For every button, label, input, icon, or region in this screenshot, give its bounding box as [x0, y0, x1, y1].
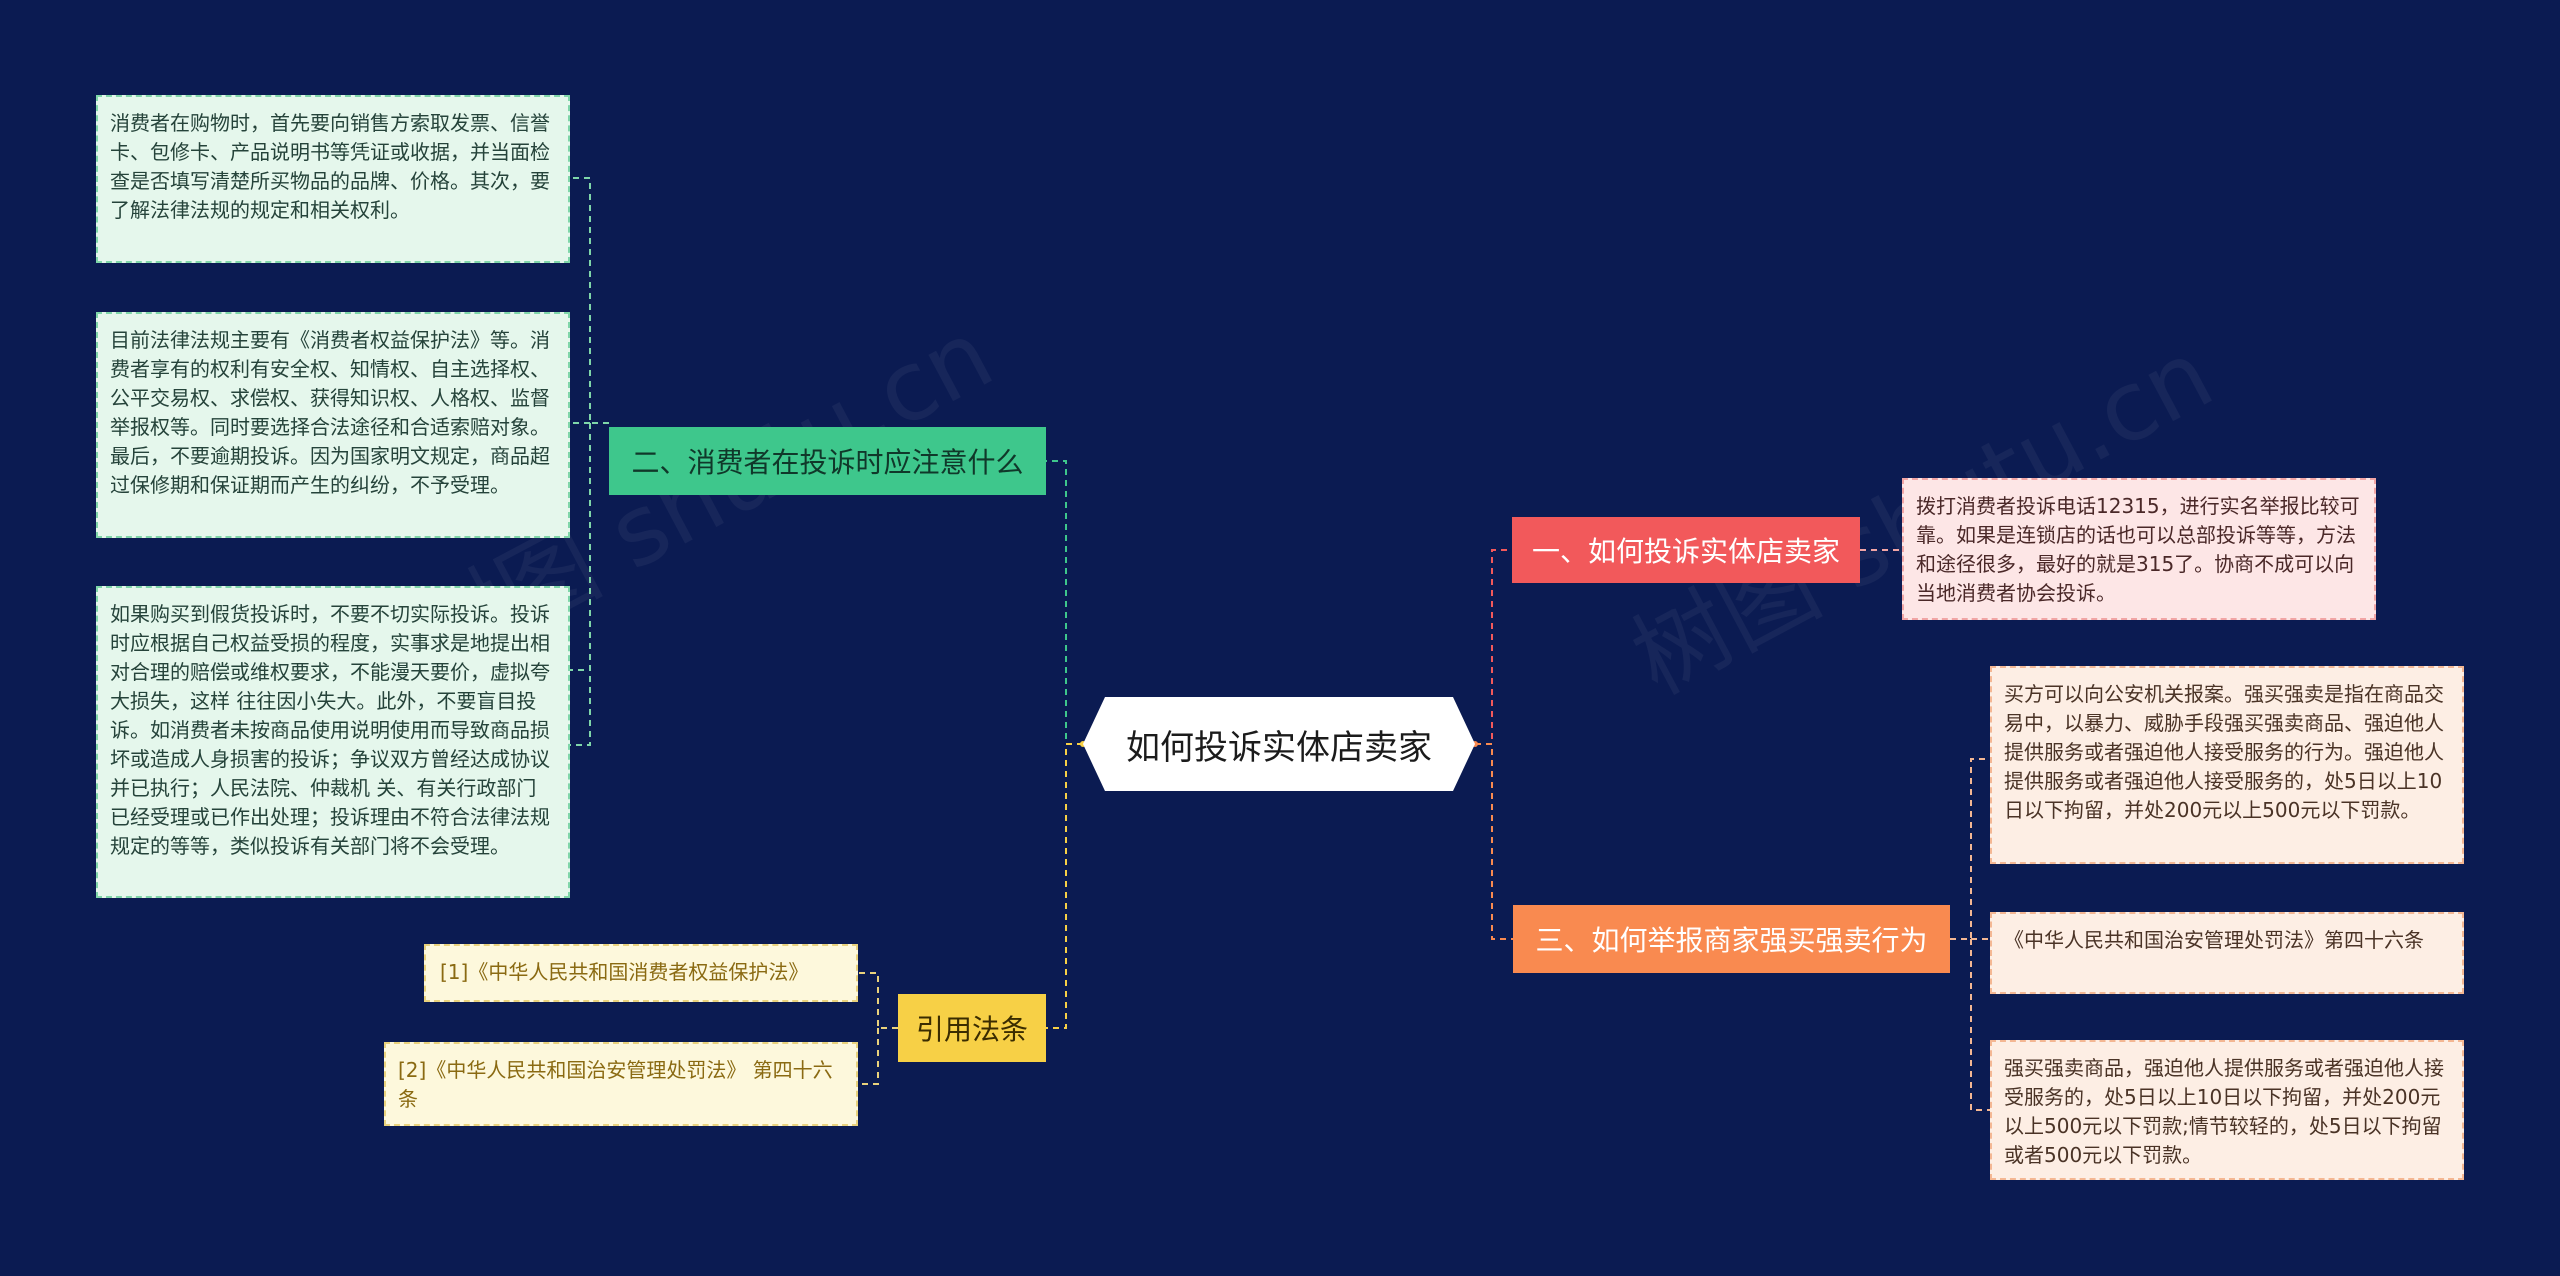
branch-label: 二、消费者在投诉时应注意什么: [631, 446, 1024, 479]
leaf-text: [2]《中华人民共和国治安管理处罚法》 第四十六条: [398, 1058, 833, 1111]
leaf-text: 《中华人民共和国治安管理处罚法》第四十六条: [2004, 928, 2424, 952]
link-laws-leaves: [858, 972, 898, 1085]
leaf-report-1[interactable]: 买方可以向公安机关报案。强买强卖是指在商品交易中，以暴力、威胁手段强买强卖商品、…: [1990, 666, 2464, 864]
leaf-how-1[interactable]: 拨打消费者投诉电话12315，进行实名举报比较可靠。如果是连锁店的话也可以总部投…: [1902, 478, 2376, 620]
root-topic[interactable]: 如何投诉实体店卖家: [1083, 697, 1475, 791]
leaf-text: 强买强卖商品，强迫他人提供服务或者强迫他人接受服务的，处5日以上10日以下拘留，…: [2004, 1056, 2444, 1167]
leaf-text: 买方可以向公安机关报案。强买强卖是指在商品交易中，以暴力、威胁手段强买强卖商品、…: [2004, 682, 2444, 822]
leaf-report-2[interactable]: 《中华人民共和国治安管理处罚法》第四十六条: [1990, 912, 2464, 994]
branch-cited-laws[interactable]: 引用法条: [898, 994, 1046, 1062]
leaf-notes-1[interactable]: 消费者在购物时，首先要向销售方索取发票、信誉卡、包修卡、产品说明书等凭证或收据，…: [96, 95, 570, 263]
link-root-how: [1475, 549, 1512, 745]
leaf-text: [1]《中华人民共和国消费者权益保护法》: [440, 960, 809, 984]
link-notes-leaves: [570, 177, 609, 746]
leaf-text: 如果购买到假货投诉时，不要不切实际投诉。投诉时应根据自己权益受损的程度，实事求是…: [110, 602, 550, 858]
leaf-text: 目前法律法规主要有《消费者权益保护法》等。消费者享有的权利有安全权、知情权、自主…: [110, 328, 550, 497]
leaf-law-1[interactable]: [1]《中华人民共和国消费者权益保护法》: [424, 944, 858, 1002]
leaf-law-2[interactable]: [2]《中华人民共和国治安管理处罚法》 第四十六条: [384, 1042, 858, 1126]
root-topic-label: 如何投诉实体店卖家: [1126, 727, 1432, 768]
link-root-notes: [1046, 460, 1083, 745]
branch-report-forced-trade[interactable]: 三、如何举报商家强买强卖行为: [1513, 905, 1950, 973]
leaf-notes-3[interactable]: 如果购买到假货投诉时，不要不切实际投诉。投诉时应根据自己权益受损的程度，实事求是…: [96, 586, 570, 898]
branch-how-to-complain[interactable]: 一、如何投诉实体店卖家: [1512, 517, 1860, 583]
link-root-laws: [1046, 743, 1083, 1029]
leaf-report-3[interactable]: 强买强卖商品，强迫他人提供服务或者强迫他人接受服务的，处5日以上10日以下拘留，…: [1990, 1040, 2464, 1180]
link-root-report: [1475, 743, 1513, 940]
branch-label: 引用法条: [915, 1013, 1028, 1046]
branch-consumer-notes[interactable]: 二、消费者在投诉时应注意什么: [609, 427, 1046, 495]
branch-label: 三、如何举报商家强买强卖行为: [1535, 924, 1928, 957]
leaf-text: 拨打消费者投诉电话12315，进行实名举报比较可靠。如果是连锁店的话也可以总部投…: [1916, 494, 2360, 605]
leaf-text: 消费者在购物时，首先要向销售方索取发票、信誉卡、包修卡、产品说明书等凭证或收据，…: [110, 111, 550, 222]
branch-label: 一、如何投诉实体店卖家: [1531, 535, 1840, 568]
link-report-leaves: [1950, 758, 1990, 1111]
leaf-notes-2[interactable]: 目前法律法规主要有《消费者权益保护法》等。消费者享有的权利有安全权、知情权、自主…: [96, 312, 570, 538]
